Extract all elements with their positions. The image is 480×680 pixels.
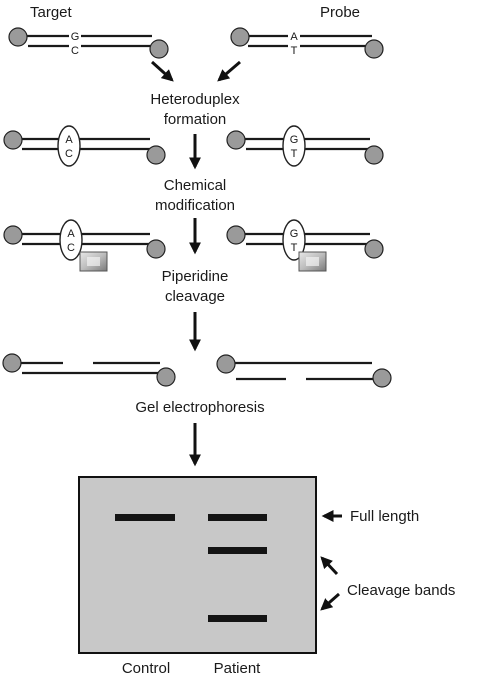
full-length-label: Full length [350, 508, 419, 525]
base-g: G [290, 134, 299, 146]
mismatch-bubble [282, 219, 306, 261]
base-t: T [291, 45, 298, 57]
step-heteroduplex-line1: Heteroduplex [150, 91, 240, 108]
base-t: T [291, 148, 298, 160]
end-label-bead [364, 239, 384, 259]
end-label-bead [149, 39, 169, 59]
arrow-cleavage-band-2 [320, 592, 340, 611]
end-label-bead [146, 239, 166, 259]
gel-band-patient-cleavage-2 [208, 615, 267, 622]
mismatch-bubble [57, 125, 81, 167]
arrow-target-to-heteroduplex [150, 60, 174, 82]
step-heteroduplex-line2: formation [164, 111, 227, 128]
base-a: A [67, 228, 75, 240]
gel-band-control-full-length [115, 514, 175, 521]
gel-band-patient-cleavage-1 [208, 547, 267, 554]
modified-duplex-left: A C [3, 219, 166, 272]
base-c: C [67, 242, 75, 254]
arrow-cleavage-band-1 [320, 556, 339, 576]
end-label-bead [156, 367, 176, 387]
gel-band-patient-full-length [208, 514, 267, 521]
end-label-bead [146, 145, 166, 165]
end-label-bead [364, 39, 384, 59]
end-label-bead [226, 225, 246, 245]
cleavage-bands-label: Cleavage bands [347, 582, 455, 599]
end-label-bead [226, 130, 246, 150]
end-label-bead [230, 27, 250, 47]
step-gel-electrophoresis: Gel electrophoresis [135, 399, 264, 416]
gel-box [78, 476, 317, 654]
base-c: C [71, 45, 79, 57]
probe-duplex: A T [230, 27, 384, 59]
step-piperidine-line2: cleavage [165, 288, 225, 305]
heteroduplex-left: A C [3, 125, 166, 167]
end-label-bead [2, 353, 22, 373]
end-label-bead [3, 130, 23, 150]
lane-label-control: Control [122, 660, 170, 677]
base-a: A [65, 134, 73, 146]
end-label-bead [8, 27, 28, 47]
heteroduplex-right: G T [226, 125, 384, 167]
cleaved-fragments-left [2, 353, 176, 387]
cleaved-fragments-right [216, 354, 392, 388]
base-t: T [291, 242, 298, 254]
mismatch-bubble [59, 219, 83, 261]
base-c: C [65, 148, 73, 160]
target-duplex: G C [8, 27, 169, 59]
end-label-bead [216, 354, 236, 374]
mismatch-bubble [282, 125, 306, 167]
step-chemical-line1: Chemical [164, 177, 227, 194]
base-g: G [71, 31, 80, 43]
end-label-bead [364, 145, 384, 165]
step-chemical-line2: modification [155, 197, 235, 214]
end-label-bead [3, 225, 23, 245]
step-piperidine-line1: Piperidine [162, 268, 229, 285]
modified-duplex-right: G T [226, 219, 384, 272]
lane-label-patient: Patient [214, 660, 262, 677]
end-label-bead [372, 368, 392, 388]
arrow-probe-to-heteroduplex [217, 60, 241, 82]
base-a: A [290, 31, 298, 43]
target-label: Target [30, 4, 73, 21]
base-g: G [290, 228, 299, 240]
probe-label: Probe [320, 4, 360, 21]
